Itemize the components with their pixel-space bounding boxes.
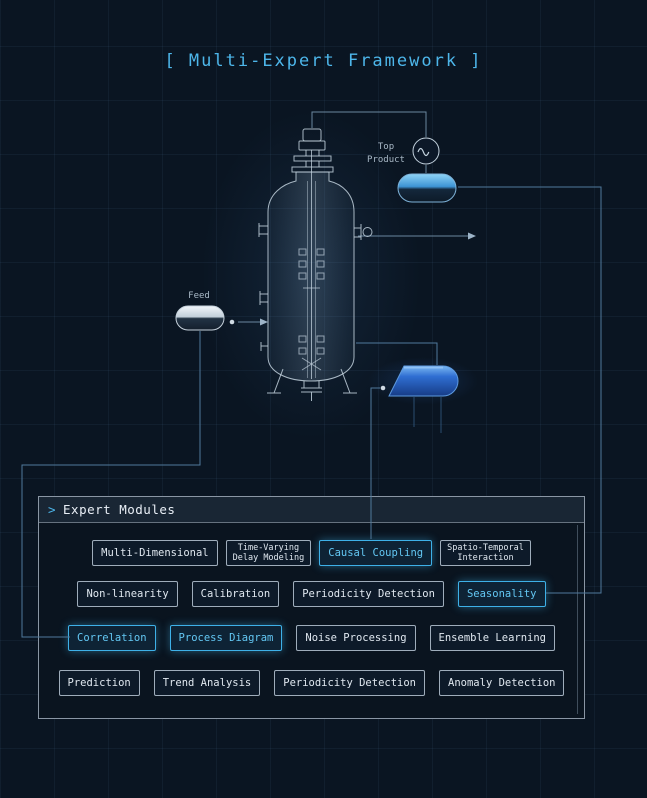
nozzle-left-mid <box>259 291 268 305</box>
module-row-2: Non-linearity Calibration Periodicity De… <box>39 581 584 607</box>
flow-arrow-right <box>468 232 476 240</box>
module-periodicity-detection-2[interactable]: Periodicity Detection <box>274 670 426 696</box>
nozzle-left-lower <box>260 342 268 351</box>
nozzle-left-upper <box>258 223 268 237</box>
module-process-diagram[interactable]: Process Diagram <box>169 625 283 651</box>
feed-label: Feed <box>188 291 210 301</box>
column-leg-left <box>267 368 284 394</box>
feed-vessel <box>175 305 225 331</box>
junction-dot-bottoms <box>380 385 386 391</box>
module-calibration[interactable]: Calibration <box>191 581 280 607</box>
module-grid: Multi-Dimensional Time-Varying Delay Mod… <box>39 523 584 696</box>
module-trend-analysis[interactable]: Trend Analysis <box>153 670 261 696</box>
module-multi-dimensional[interactable]: Multi-Dimensional <box>92 540 218 566</box>
flow-arrow-feed <box>260 318 268 326</box>
chevron-icon: > <box>48 502 57 517</box>
overhead-drum <box>397 173 457 203</box>
module-row-3: Correlation Process Diagram Noise Proces… <box>39 625 584 651</box>
bottoms-vessel-legs <box>413 397 442 433</box>
bottom-outlet-nozzle <box>301 381 322 401</box>
module-correlation[interactable]: Correlation <box>68 625 156 651</box>
panel-title: Expert Modules <box>63 502 176 517</box>
bottoms-vessel <box>388 365 459 397</box>
module-row-1: Multi-Dimensional Time-Varying Delay Mod… <box>39 540 584 566</box>
module-anomaly-detection[interactable]: Anomaly Detection <box>439 670 565 696</box>
junction-dot-feed <box>229 319 235 325</box>
condenser-icon <box>412 137 440 165</box>
nozzle-right <box>354 224 362 240</box>
module-non-linearity[interactable]: Non-linearity <box>77 581 178 607</box>
expert-modules-panel: > Expert Modules Multi-Dimensional Time-… <box>38 496 585 719</box>
column-leg-right <box>340 368 357 394</box>
module-causal-coupling[interactable]: Causal Coupling <box>319 540 433 566</box>
pipe-overhead <box>311 111 427 137</box>
pipe-column-to-bottoms <box>356 342 438 365</box>
module-spatio-temporal-interaction[interactable]: Spatio-Temporal Interaction <box>440 540 531 566</box>
module-row-4: Prediction Trend Analysis Periodicity De… <box>39 670 584 696</box>
module-ensemble-learning[interactable]: Ensemble Learning <box>429 625 555 651</box>
agitator-motor-icon <box>302 128 322 142</box>
bottoms-glow <box>368 357 478 405</box>
column-internals-upper <box>298 248 325 289</box>
module-seasonality[interactable]: Seasonality <box>457 581 546 607</box>
column-internals-lower <box>298 335 325 371</box>
manway-icon <box>362 227 373 237</box>
module-time-varying-delay-modeling[interactable]: Time-Varying Delay Modeling <box>225 540 312 566</box>
page-title: [ Multi-Expert Framework ] <box>164 51 483 71</box>
distillation-column <box>258 128 373 401</box>
module-prediction[interactable]: Prediction <box>58 670 140 696</box>
panel-header: > Expert Modules <box>39 497 584 523</box>
scrollbar-track[interactable] <box>577 525 578 714</box>
module-noise-processing[interactable]: Noise Processing <box>296 625 416 651</box>
module-periodicity-detection[interactable]: Periodicity Detection <box>293 581 444 607</box>
top-product-label: Top Product <box>367 142 405 165</box>
